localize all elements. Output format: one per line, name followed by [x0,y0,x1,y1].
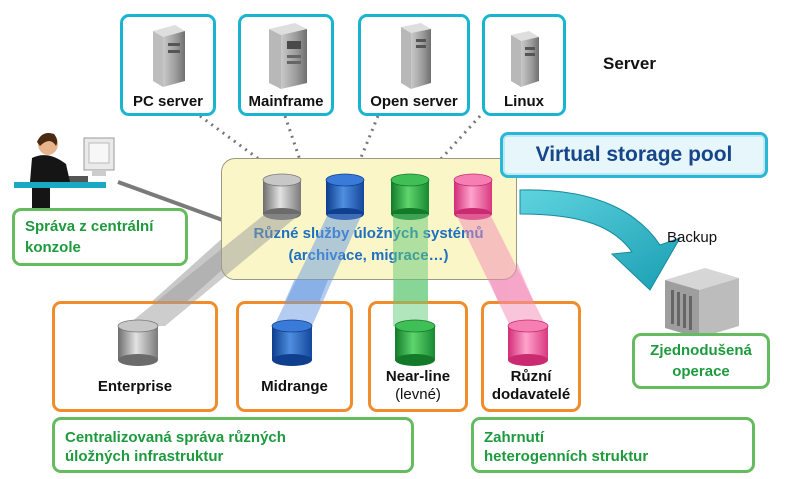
pool-line1: Různé služby úložných systémů [253,225,484,242]
storage-label: Různí [510,368,552,385]
bottom-left-line2: úložných infrastruktur [65,448,224,465]
virtual-storage-pool-title: Virtual storage pool [500,132,768,178]
linux-server-icon [511,31,539,87]
server-label: Open server [370,93,458,110]
storage-sublabel: dodavatelé [491,386,571,403]
bottom-right-line1: Zahrnutí [484,429,544,446]
backup-device-icon [665,268,739,338]
admin-note: Správa z centrální konzole [12,208,188,266]
server-box-mainframe: Mainframe [238,14,334,116]
admin-label-line1: Správa z centrální [25,218,154,235]
server-label: PC server [132,93,204,110]
bottom-left-line1: Centralizovaná správa různých [65,429,286,446]
open-server-icon [401,23,431,89]
bottom-right-note: Zahrnutí heterogenních struktur [471,417,755,473]
backup-label-line2: operace [672,363,730,380]
bottom-right-line2: heterogenních struktur [484,448,649,465]
backup-heading: Backup [667,229,718,246]
server-connectors [199,114,482,162]
storage-pool: Různé služby úložných systémů (archivace… [221,158,517,280]
backup-note: Zjednodušená operace [632,333,770,389]
server-label: Mainframe [248,93,324,110]
mainframe-icon [269,23,307,89]
pool-line2: (archivace, migrace…) [288,247,449,264]
storage-label: Enterprise [97,378,173,395]
server-box-open: Open server [358,14,470,116]
server-box-linux: Linux [482,14,566,116]
servers-heading: Server [603,54,656,73]
storage-label: Midrange [261,378,328,395]
storage-label: Near-line [385,368,451,385]
storage-sublabel: (levné) [395,386,441,403]
pc-server-icon [153,25,185,87]
administrator-icon [14,133,115,220]
admin-label-line2: konzole [25,239,81,256]
bottom-left-note: Centralizovaná správa různých úložných i… [52,417,414,473]
backup-label-line1: Zjednodušená [650,342,752,359]
server-box-pc: PC server [120,14,216,116]
server-label: Linux [504,93,544,110]
backup-arrow [519,189,682,291]
